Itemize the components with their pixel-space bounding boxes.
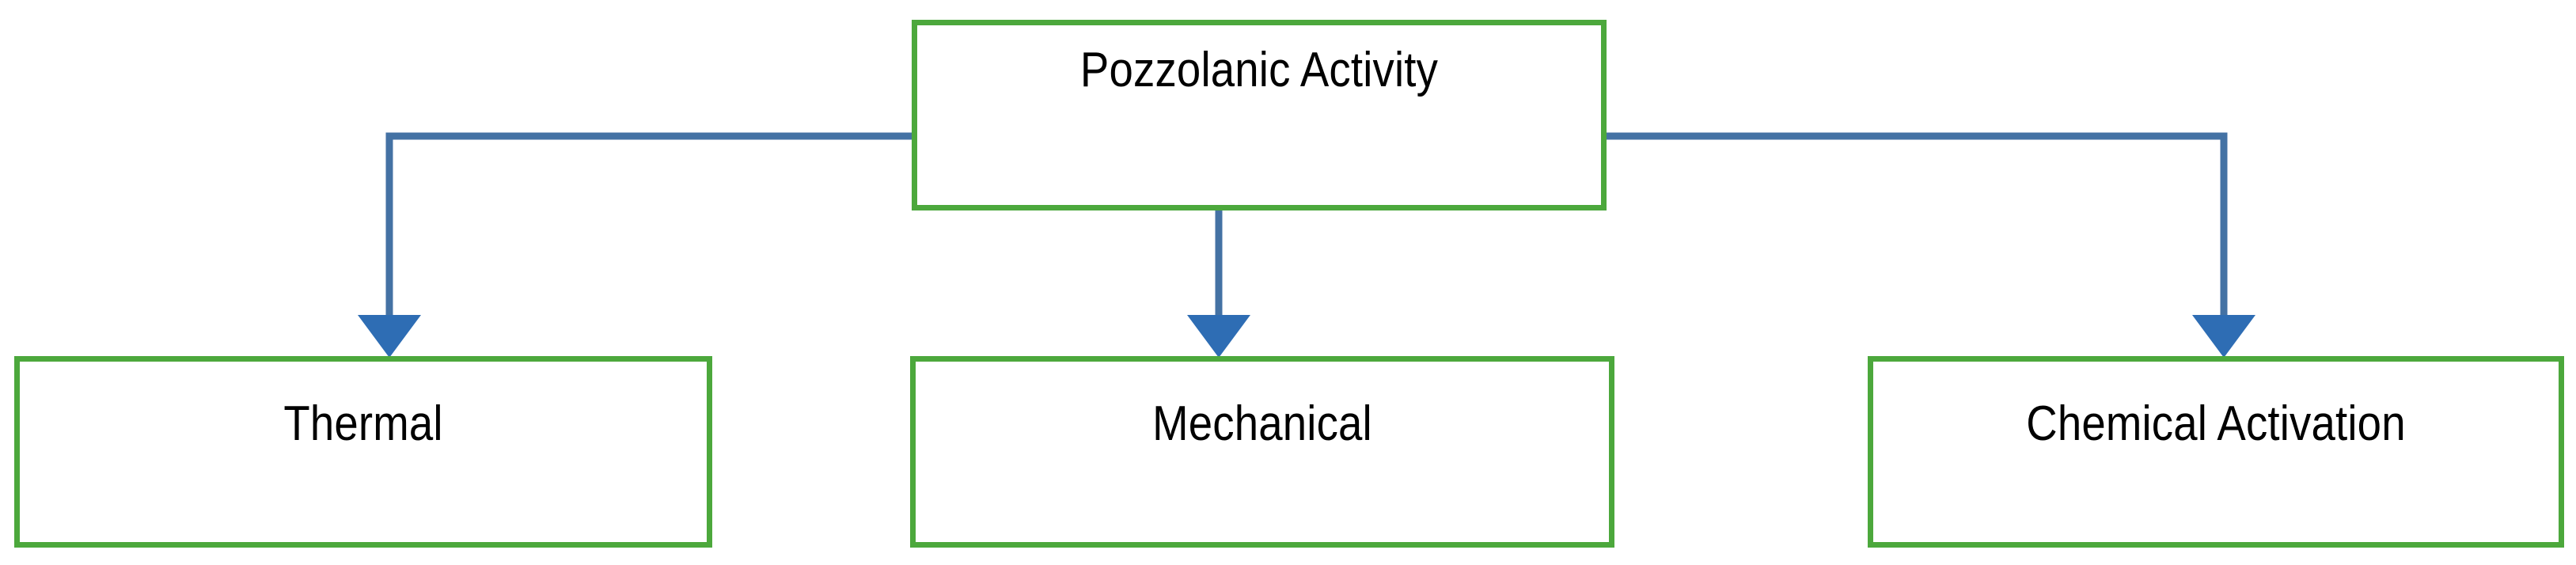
node-mechanical[interactable]: Mechanical [910, 356, 1614, 548]
node-chemical-activation[interactable]: Chemical Activation [1868, 356, 2564, 548]
node-pozzolanic-activity[interactable]: Pozzolanic Activity [912, 20, 1607, 210]
edge-root-to-chemical [1607, 132, 2255, 358]
edge-root-to-mechanical [1187, 210, 1250, 358]
arrowhead-thermal [358, 315, 421, 358]
node-thermal[interactable]: Thermal [14, 356, 712, 548]
arrowhead-chemical [2192, 315, 2255, 358]
arrowhead-mechanical [1187, 315, 1250, 358]
node-label-mechanical: Mechanical [1152, 396, 1372, 451]
edge-root-to-thermal [358, 132, 912, 358]
node-label-thermal: Thermal [283, 396, 443, 451]
node-label-chemical-activation: Chemical Activation [2026, 396, 2406, 451]
node-label-pozzolanic-activity: Pozzolanic Activity [1079, 43, 1439, 97]
